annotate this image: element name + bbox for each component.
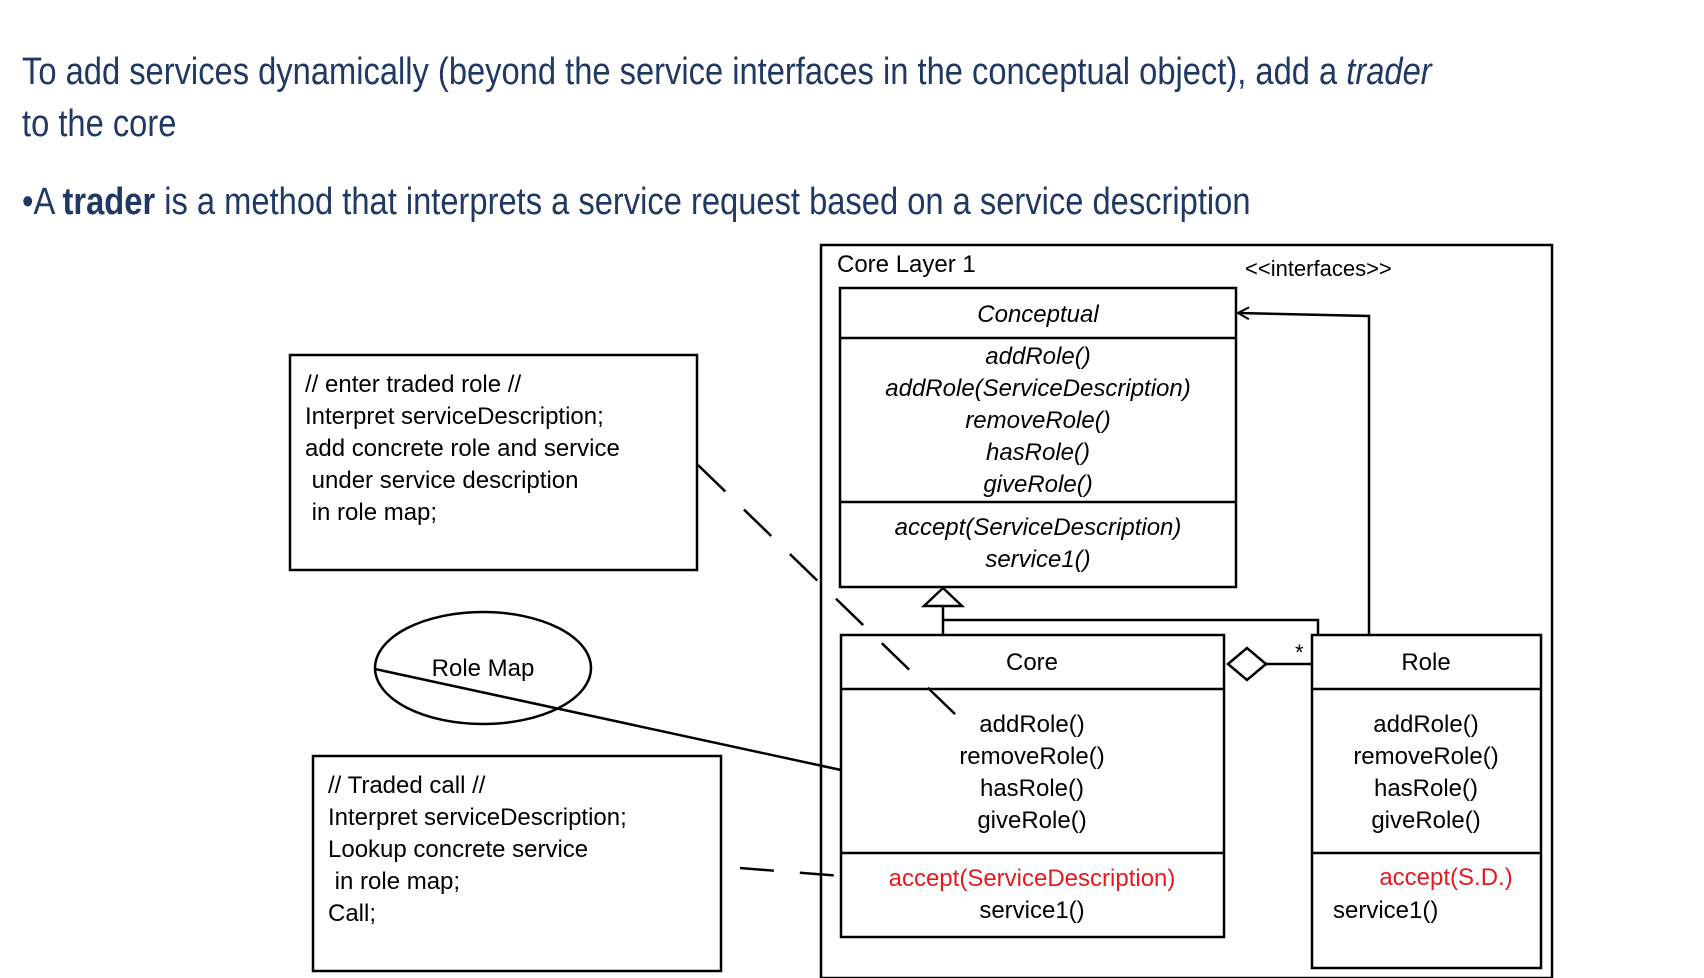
core-method: addRole()	[979, 711, 1084, 738]
conceptual-class: Conceptual addRole() addRole(ServiceDesc…	[838, 286, 1238, 589]
bullet-definition: •A trader is a method that interprets a …	[22, 176, 1251, 228]
role-method: addRole()	[1373, 711, 1478, 738]
role-method: hasRole()	[1374, 775, 1478, 802]
note-line: // enter traded role //	[305, 371, 521, 398]
conceptual-method: addRole(ServiceDescription)	[885, 375, 1190, 402]
core-layer-frame	[819, 243, 1554, 978]
bullet-text: is a method that interprets a service re…	[155, 181, 1251, 223]
note-enter-traded-role: // enter traded role // Interpret servic…	[288, 353, 699, 572]
role-accept-trader: accept(S.D.)	[1379, 864, 1512, 891]
conceptual-service: accept(ServiceDescription)	[895, 514, 1182, 541]
conceptual-method: addRole()	[985, 343, 1090, 370]
note-call-dashed-connector	[739, 866, 842, 878]
role-to-conceptual-arrow	[1238, 313, 1371, 636]
multiplicity-star: *	[1295, 640, 1304, 665]
aggregation-diamond	[1226, 646, 1268, 682]
heading-trader-italic: trader	[1346, 51, 1432, 93]
core-class: Core addRole() removeRole() hasRole() gi…	[839, 633, 1226, 939]
note-line: Call;	[328, 900, 376, 927]
core-method: removeRole()	[959, 743, 1104, 770]
note-line: under service description	[305, 467, 578, 494]
note-line: in role map;	[305, 499, 437, 526]
role-method: removeRole()	[1353, 743, 1498, 770]
bullet-bold-term: trader	[62, 181, 156, 223]
role-method: giveRole()	[1371, 807, 1480, 834]
conceptual-method: hasRole()	[986, 439, 1090, 466]
generalization-triangle	[920, 586, 966, 608]
note-line: // Traded call //	[328, 772, 486, 799]
note-line: Lookup concrete service	[328, 836, 588, 863]
note-line: add concrete role and service	[305, 435, 620, 462]
generalization-branch-role	[943, 618, 1320, 636]
conceptual-method: giveRole()	[983, 471, 1092, 498]
core-service: service1()	[979, 897, 1084, 924]
heading-line-2: to the core	[22, 103, 177, 145]
heading-line-1: To add services dynamically (beyond the …	[22, 46, 1432, 98]
heading-text: To add services dynamically (beyond the …	[22, 51, 1347, 93]
role-map-label: Role Map	[432, 655, 535, 682]
role-service: service1()	[1333, 897, 1438, 924]
bullet-prefix: •A	[22, 181, 63, 223]
role-class: Role addRole() removeRole() hasRole() gi…	[1310, 633, 1543, 970]
core-layer-title: Core Layer 1	[837, 251, 976, 278]
interfaces-stereotype: <<interfaces>>	[1245, 256, 1392, 281]
note-line: in role map;	[328, 868, 460, 895]
role-map-connector	[374, 667, 842, 772]
note-traded-call: // Traded call // Interpret serviceDescr…	[311, 754, 723, 973]
note-line: Interpret serviceDescription;	[328, 804, 627, 831]
conceptual-class-name: Conceptual	[977, 301, 1099, 328]
core-method: giveRole()	[977, 807, 1086, 834]
core-method: hasRole()	[980, 775, 1084, 802]
conceptual-service: service1()	[985, 546, 1090, 573]
core-accept-trader: accept(ServiceDescription)	[889, 865, 1176, 892]
note-line: Interpret serviceDescription;	[305, 403, 604, 430]
conceptual-method: removeRole()	[965, 407, 1110, 434]
role-map-ellipse	[373, 610, 593, 726]
role-class-name: Role	[1401, 649, 1450, 676]
core-class-name: Core	[1006, 649, 1058, 676]
